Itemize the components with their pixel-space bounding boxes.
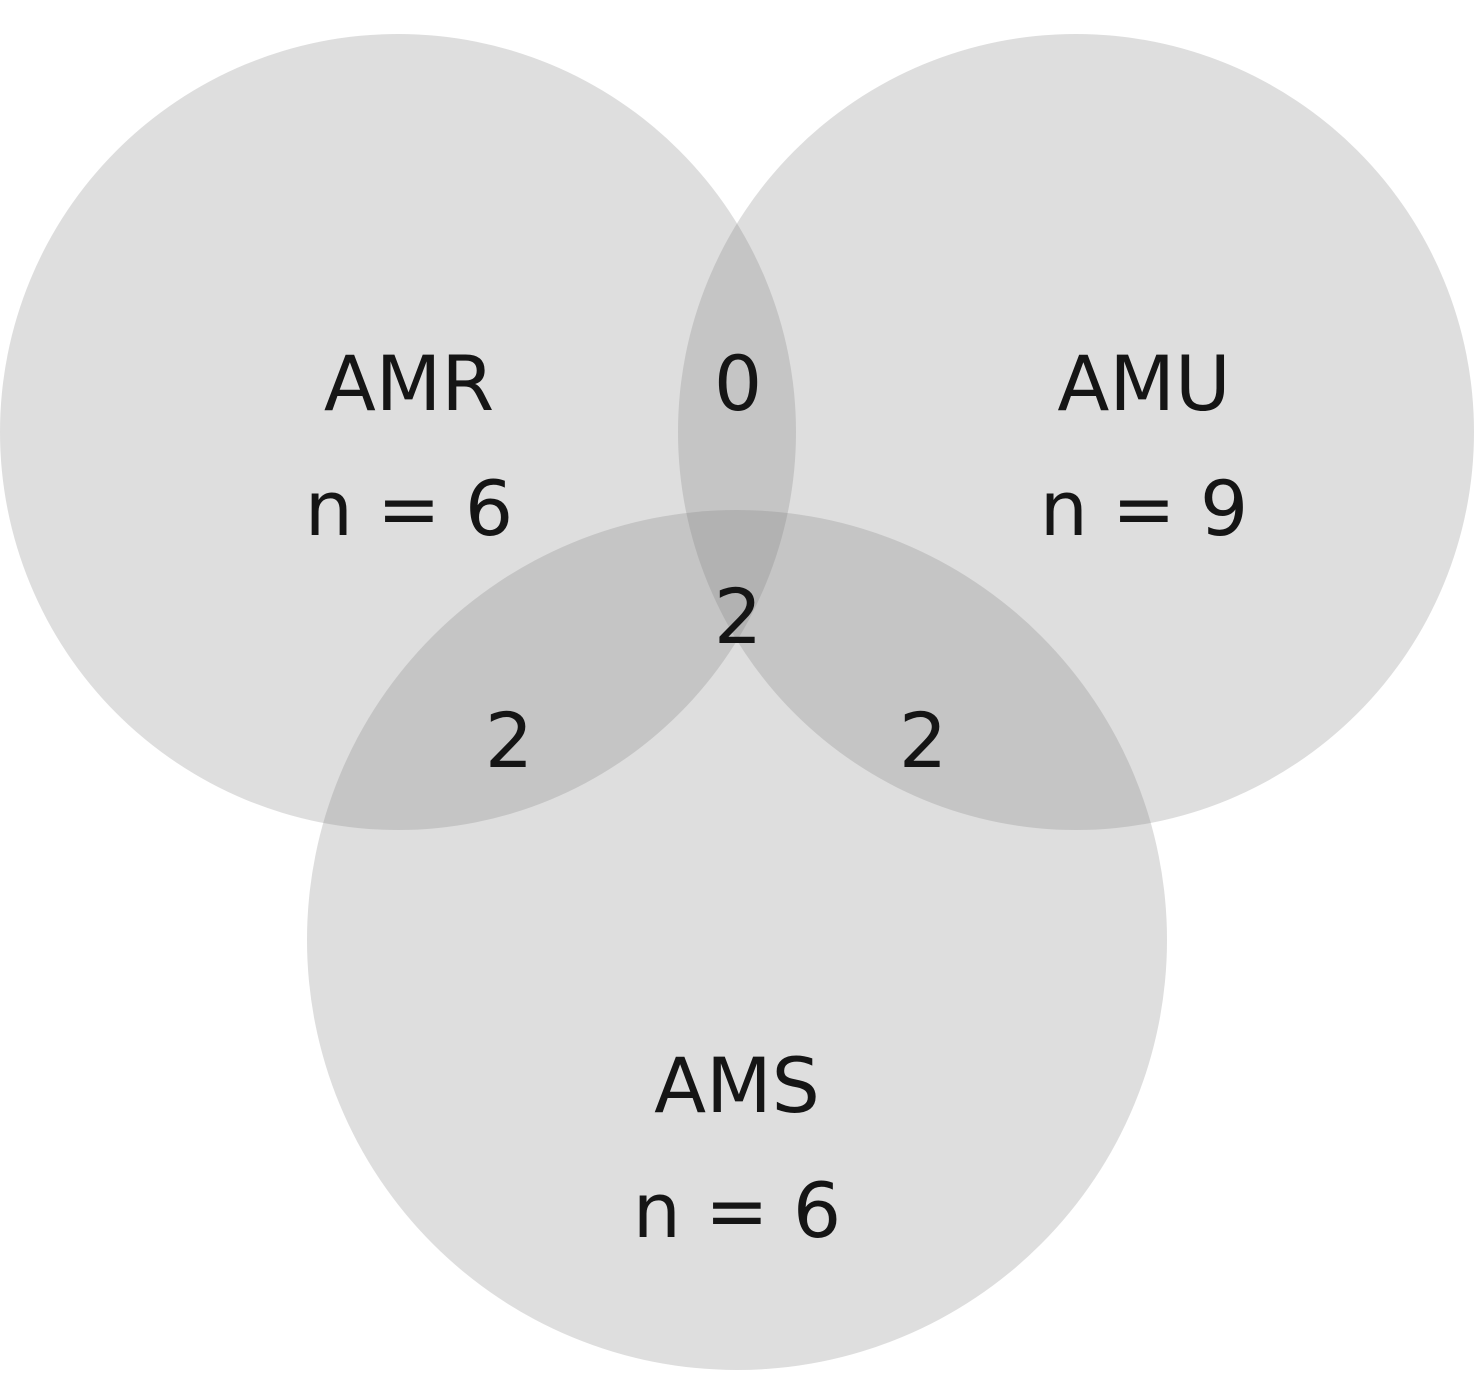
set-name-ams: AMS bbox=[654, 1041, 820, 1130]
set-circle-amr bbox=[0, 34, 796, 830]
set-count-amu: n = 9 bbox=[1040, 464, 1249, 553]
intersection-count-amu-ams: 2 bbox=[899, 696, 947, 785]
set-circle-ams bbox=[307, 510, 1167, 1370]
intersection-count-amr-amu: 0 bbox=[714, 339, 762, 428]
set-circle-amu bbox=[678, 34, 1474, 830]
intersection-count-all: 2 bbox=[714, 572, 762, 661]
intersection-count-amr-ams: 2 bbox=[485, 696, 533, 785]
set-name-amu: AMU bbox=[1057, 339, 1230, 428]
set-count-ams: n = 6 bbox=[633, 1166, 842, 1255]
set-name-amr: AMR bbox=[324, 339, 494, 428]
set-count-amr: n = 6 bbox=[305, 464, 514, 553]
